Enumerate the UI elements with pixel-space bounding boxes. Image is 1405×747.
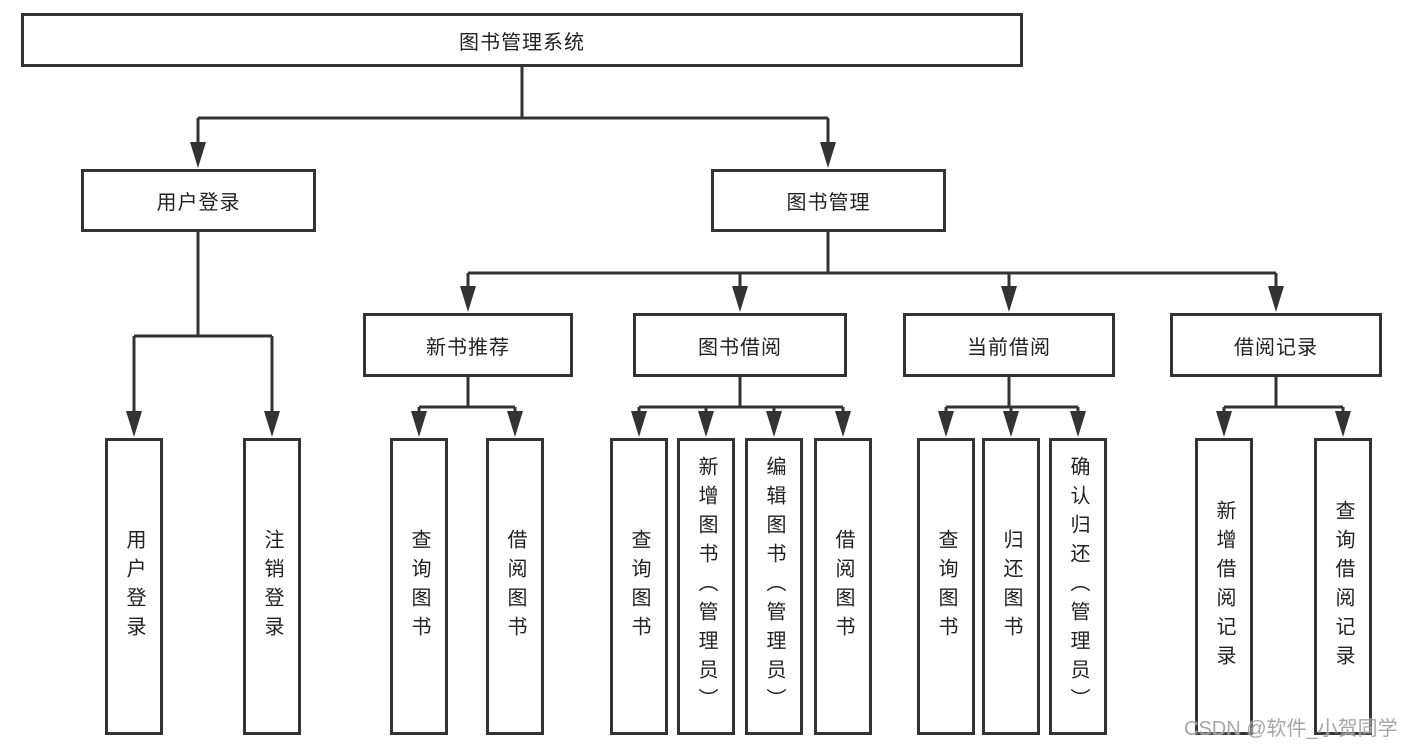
node-label: 注销登录 — [261, 528, 283, 645]
leaf-add-books-admin: 新增图书（管理员） — [677, 438, 735, 735]
node-label: 编辑图书（管理员） — [763, 456, 785, 717]
node-label: 查询图书 — [408, 528, 430, 645]
node-book-borrowing: 图书借阅 — [633, 313, 847, 377]
leaf-add-borrow-record: 新增借阅记录 — [1195, 438, 1253, 735]
leaf-confirm-return-admin: 确认归还（管理员） — [1049, 438, 1107, 735]
node-label: 借阅图书 — [832, 528, 854, 645]
leaf-logout: 注销登录 — [243, 438, 301, 735]
leaf-edit-books-admin: 编辑图书（管理员） — [745, 438, 803, 735]
node-label: 新增图书（管理员） — [695, 456, 717, 717]
leaf-return-books: 归还图书 — [982, 438, 1040, 735]
csdn-watermark: CSDN @软件_小贺同学 — [1184, 718, 1398, 740]
leaf-query-books-borrow: 查询图书 — [610, 438, 668, 735]
node-label: 用户登录 — [156, 192, 241, 214]
node-borrowing-records: 借阅记录 — [1170, 313, 1382, 377]
node-label: 查询借阅记录 — [1332, 499, 1354, 674]
node-label: 新书推荐 — [426, 336, 510, 359]
node-user-login: 用户登录 — [81, 169, 316, 232]
node-root: 图书管理系统 — [21, 13, 1023, 67]
leaf-user-login: 用户登录 — [105, 438, 163, 735]
node-label: 图书管理系统 — [459, 31, 585, 54]
node-label: 图书管理 — [786, 192, 871, 214]
node-label: 当前借阅 — [967, 336, 1051, 359]
leaf-query-borrow-record: 查询借阅记录 — [1314, 438, 1372, 735]
leaf-borrow-books: 借阅图书 — [814, 438, 872, 735]
leaf-borrow-books-recommend: 借阅图书 — [486, 438, 544, 735]
arrowheads — [126, 142, 1351, 437]
node-label: 归还图书 — [1000, 528, 1022, 645]
leaf-query-books-recommend: 查询图书 — [390, 438, 448, 735]
leaf-query-books-current: 查询图书 — [917, 438, 975, 735]
node-label: 借阅图书 — [504, 528, 526, 645]
node-label: 查询图书 — [935, 528, 957, 645]
node-label: 借阅记录 — [1234, 336, 1318, 359]
node-current-borrowing: 当前借阅 — [903, 313, 1115, 377]
node-label: 用户登录 — [123, 528, 145, 645]
node-label: 查询图书 — [628, 528, 650, 645]
node-label: 确认归还（管理员） — [1067, 456, 1089, 717]
node-new-book-recommend: 新书推荐 — [363, 313, 573, 377]
node-label: 图书借阅 — [698, 336, 782, 359]
node-book-management: 图书管理 — [711, 169, 946, 232]
node-label: 新增借阅记录 — [1213, 499, 1235, 674]
